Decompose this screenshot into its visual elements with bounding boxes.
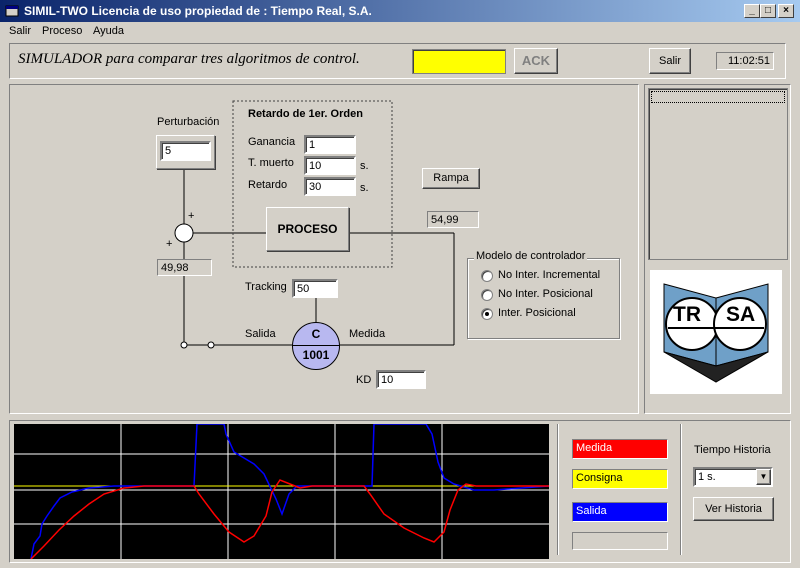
title-bar: SIMIL-TWO Licencia de uso propiedad de :… (0, 0, 800, 22)
controller-letter: C (311, 327, 321, 341)
salida-wire-label: Salida (245, 328, 276, 340)
ganancia-label: Ganancia (248, 136, 296, 148)
divider (557, 424, 559, 555)
legend-consigna: Consigna (572, 469, 668, 489)
chevron-down-icon[interactable]: ▼ (756, 469, 771, 485)
legend-salida: Salida (572, 502, 668, 522)
logo-area: TR SA (650, 270, 782, 394)
menu-proceso[interactable]: Proceso (42, 25, 83, 37)
kd-label: KD (356, 374, 372, 386)
tmuerto-unit: s. (360, 160, 369, 172)
radio-label: No Inter. Incremental (498, 269, 601, 281)
salida-trace (30, 424, 549, 559)
message-list[interactable] (648, 88, 788, 260)
page-title: SIMULADOR para comparar tres algoritmos … (18, 51, 360, 67)
perturbacion-box (156, 135, 215, 169)
window-title: SIMIL-TWO Licencia de uso propiedad de :… (24, 4, 372, 18)
menu-bar: Salir Proceso Ayuda (0, 22, 800, 40)
legend-empty (572, 532, 668, 550)
logo-text-right: SA (726, 303, 756, 326)
minimize-button[interactable]: _ (744, 4, 760, 18)
trsa-logo (663, 283, 769, 383)
sum-value-display: 49,98 (157, 259, 212, 276)
perturbacion-input[interactable]: 5 (160, 141, 211, 161)
tiempo-historia-select[interactable]: 1 s. (693, 467, 773, 487)
legend-medida: Medida (572, 439, 668, 459)
radio-label: No Inter. Posicional (498, 288, 593, 300)
controller-number: 1001 (302, 348, 330, 362)
retardo-title: Retardo de 1er. Orden (248, 108, 363, 120)
retardo-unit: s. (360, 182, 369, 194)
tmuerto-label: T. muerto (248, 157, 294, 169)
tracking-input[interactable]: 50 (292, 279, 338, 298)
close-button[interactable]: × (778, 4, 794, 18)
maximize-button[interactable]: □ (760, 4, 776, 18)
ack-button[interactable]: ACK (514, 48, 558, 74)
plus-sign-left: + (166, 238, 173, 250)
salir-button[interactable]: Salir (649, 48, 691, 74)
right-panel (644, 84, 791, 414)
diagram-panel (9, 84, 639, 414)
logo-text-left: TR (673, 303, 701, 326)
menu-salir[interactable]: Salir (9, 25, 32, 37)
tiempo-historia-label: Tiempo Historia (694, 444, 771, 456)
tracking-label: Tracking (245, 281, 287, 293)
retardo-input[interactable]: 30 (304, 177, 356, 196)
radio-no-inter-posicional[interactable]: No Inter. Posicional (481, 288, 621, 304)
controller-divider (292, 345, 340, 346)
clock-display: 11:02:51 (716, 52, 774, 70)
controller-node[interactable] (292, 322, 340, 370)
app-icon (5, 5, 19, 17)
bottom-panel (9, 420, 791, 563)
radio-icon (481, 270, 493, 282)
tmuerto-input[interactable]: 10 (304, 156, 356, 175)
output-value-display: 54,99 (427, 211, 479, 228)
header-panel (9, 43, 786, 79)
ganancia-input[interactable]: 1 (304, 135, 356, 154)
medida-wire-label: Medida (349, 328, 386, 340)
divider (680, 424, 682, 555)
rampa-button[interactable]: Rampa (422, 168, 480, 189)
alarm-indicator (412, 49, 506, 74)
modelo-legend: Modelo de controlador (474, 250, 588, 262)
select-value: 1 s. (698, 471, 716, 483)
radio-label: Inter. Posicional (498, 307, 576, 319)
radio-selected-dot (485, 312, 489, 316)
proceso-block: PROCESO (266, 207, 349, 251)
perturbacion-label: Perturbación (157, 116, 220, 128)
list-item[interactable] (651, 91, 785, 103)
menu-ayuda[interactable]: Ayuda (93, 25, 124, 37)
medida-trace (30, 479, 549, 559)
radio-icon (481, 308, 493, 320)
radio-no-inter-incremental[interactable]: No Inter. Incremental (481, 269, 621, 285)
retardo-label: Retardo (248, 179, 288, 191)
radio-icon (481, 289, 493, 301)
trend-chart (14, 424, 549, 559)
plus-sign-top: + (188, 210, 195, 222)
radio-inter-posicional[interactable]: Inter. Posicional (481, 307, 621, 323)
kd-input[interactable]: 10 (376, 370, 426, 389)
trend-background (14, 424, 549, 559)
ver-historia-button[interactable]: Ver Historia (693, 497, 774, 521)
